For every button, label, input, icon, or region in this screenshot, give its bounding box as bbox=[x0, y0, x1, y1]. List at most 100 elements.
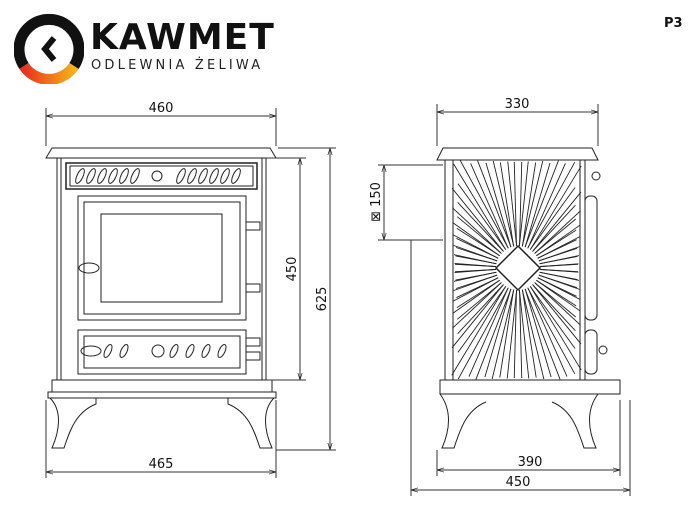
sunburst-ray bbox=[513, 289, 517, 379]
sunburst-ray bbox=[455, 271, 497, 281]
model-code: P3 bbox=[664, 16, 683, 31]
sunburst-ray bbox=[529, 165, 582, 250]
sunburst-ray bbox=[453, 244, 498, 262]
sunburst-ray bbox=[537, 239, 577, 259]
dim-base-width: 465 bbox=[149, 457, 174, 472]
dimensions bbox=[45, 104, 631, 496]
sunburst-ray bbox=[521, 160, 544, 247]
sunburst-ray bbox=[452, 282, 502, 329]
sunburst-ray bbox=[527, 163, 566, 249]
sunburst-ray bbox=[475, 288, 512, 380]
sunburst-ray bbox=[457, 183, 507, 250]
vent-slot bbox=[176, 168, 186, 184]
sunburst-ray bbox=[513, 161, 517, 247]
sunburst-ray bbox=[451, 284, 504, 349]
sunburst-ray bbox=[451, 286, 507, 376]
sunburst-ray bbox=[539, 268, 579, 273]
sunburst-ray bbox=[507, 161, 518, 247]
sunburst-ray bbox=[491, 289, 515, 380]
sunburst-ray bbox=[539, 255, 578, 265]
sunburst-ray bbox=[506, 289, 518, 379]
sunburst-ray bbox=[534, 218, 577, 254]
sunburst-ray bbox=[452, 234, 499, 259]
logo-mark-icon bbox=[14, 14, 84, 84]
sunburst-ray bbox=[452, 207, 502, 254]
sunburst-ray bbox=[457, 284, 504, 334]
sunburst-ray bbox=[477, 160, 512, 248]
vent-slot bbox=[231, 168, 241, 184]
sunburst-ray bbox=[527, 287, 576, 375]
sunburst-ray bbox=[524, 288, 561, 380]
front-view bbox=[45, 147, 277, 449]
vent-slot bbox=[97, 168, 107, 184]
sunburst-ray bbox=[529, 187, 576, 250]
sunburst-ray bbox=[532, 191, 582, 252]
sunburst-ray bbox=[521, 162, 537, 247]
vent-slot bbox=[201, 344, 211, 358]
sunburst-ray bbox=[539, 271, 580, 281]
sunburst-ray bbox=[468, 287, 509, 377]
sunburst-ray bbox=[456, 282, 502, 320]
vent-slot bbox=[103, 344, 113, 358]
sunburst-ray bbox=[499, 289, 515, 378]
sunburst-ray bbox=[519, 289, 523, 379]
sunburst-ray bbox=[470, 163, 509, 249]
sunburst-ray bbox=[485, 162, 512, 248]
sunburst-ray bbox=[455, 274, 498, 289]
vent-slot bbox=[217, 344, 227, 358]
sunburst-ray bbox=[527, 287, 568, 377]
kawmet-logo: KAWMET ODLEWNIA ŻELIWA bbox=[14, 14, 274, 84]
sunburst-ray bbox=[459, 159, 509, 249]
sunburst-ray bbox=[451, 187, 504, 252]
vent-slot bbox=[119, 344, 129, 358]
side-view bbox=[436, 147, 621, 449]
brand-name: KAWMET bbox=[90, 17, 275, 58]
sunburst-ray bbox=[457, 286, 507, 353]
sunburst-ray bbox=[532, 284, 582, 345]
sunburst-ray bbox=[537, 277, 581, 300]
sunburst-ray bbox=[453, 163, 507, 250]
sunburst-ray bbox=[484, 288, 512, 378]
sunburst-ray bbox=[518, 161, 529, 247]
sunburst-ray bbox=[521, 289, 537, 378]
sunburst-ray bbox=[457, 287, 509, 380]
dim-base-depth: 390 bbox=[518, 455, 543, 470]
brand-tagline: ODLEWNIA ŻELIWA bbox=[91, 58, 264, 73]
sunburst-ray bbox=[521, 289, 545, 380]
vent-slot bbox=[220, 168, 230, 184]
sunburst-ray bbox=[454, 262, 497, 268]
dim-top-depth: 330 bbox=[505, 97, 530, 112]
sunburst-ray bbox=[538, 274, 580, 290]
sunburst-ray bbox=[518, 289, 530, 379]
sunburst-ray bbox=[454, 269, 497, 273]
vent-slot bbox=[187, 168, 197, 184]
vent-slot bbox=[130, 168, 140, 184]
dim-flue-offset: ⊠ 150 bbox=[369, 182, 384, 222]
sunburst-ray bbox=[529, 286, 576, 349]
vent-slot bbox=[169, 344, 179, 358]
sunburst-ray bbox=[536, 279, 581, 312]
sunburst-ray bbox=[524, 162, 551, 248]
sunburst-ray bbox=[456, 279, 500, 309]
sunburst-ray bbox=[532, 205, 576, 252]
sunburst-ray bbox=[527, 161, 576, 249]
vent-slot bbox=[209, 168, 219, 184]
sunburst-ray bbox=[538, 247, 578, 262]
sunburst-ray bbox=[499, 162, 515, 247]
dim-body-height: 450 bbox=[285, 257, 300, 282]
vent-slot bbox=[198, 168, 208, 184]
sunburst-ray bbox=[492, 160, 515, 247]
sunburst-ray bbox=[519, 161, 523, 247]
dim-top-width: 460 bbox=[149, 101, 174, 116]
dim-total-height: 625 bbox=[315, 287, 330, 312]
sunburst-ray bbox=[456, 277, 499, 298]
vent-slot bbox=[119, 168, 129, 184]
sunburst-ray bbox=[534, 282, 581, 326]
sunburst-ray bbox=[529, 286, 582, 371]
vent-slot bbox=[108, 168, 118, 184]
sunburst-ray bbox=[524, 288, 552, 378]
sunburst-ray bbox=[457, 202, 504, 252]
dim-total-depth: 450 bbox=[506, 475, 531, 490]
vent-slot bbox=[75, 168, 85, 184]
